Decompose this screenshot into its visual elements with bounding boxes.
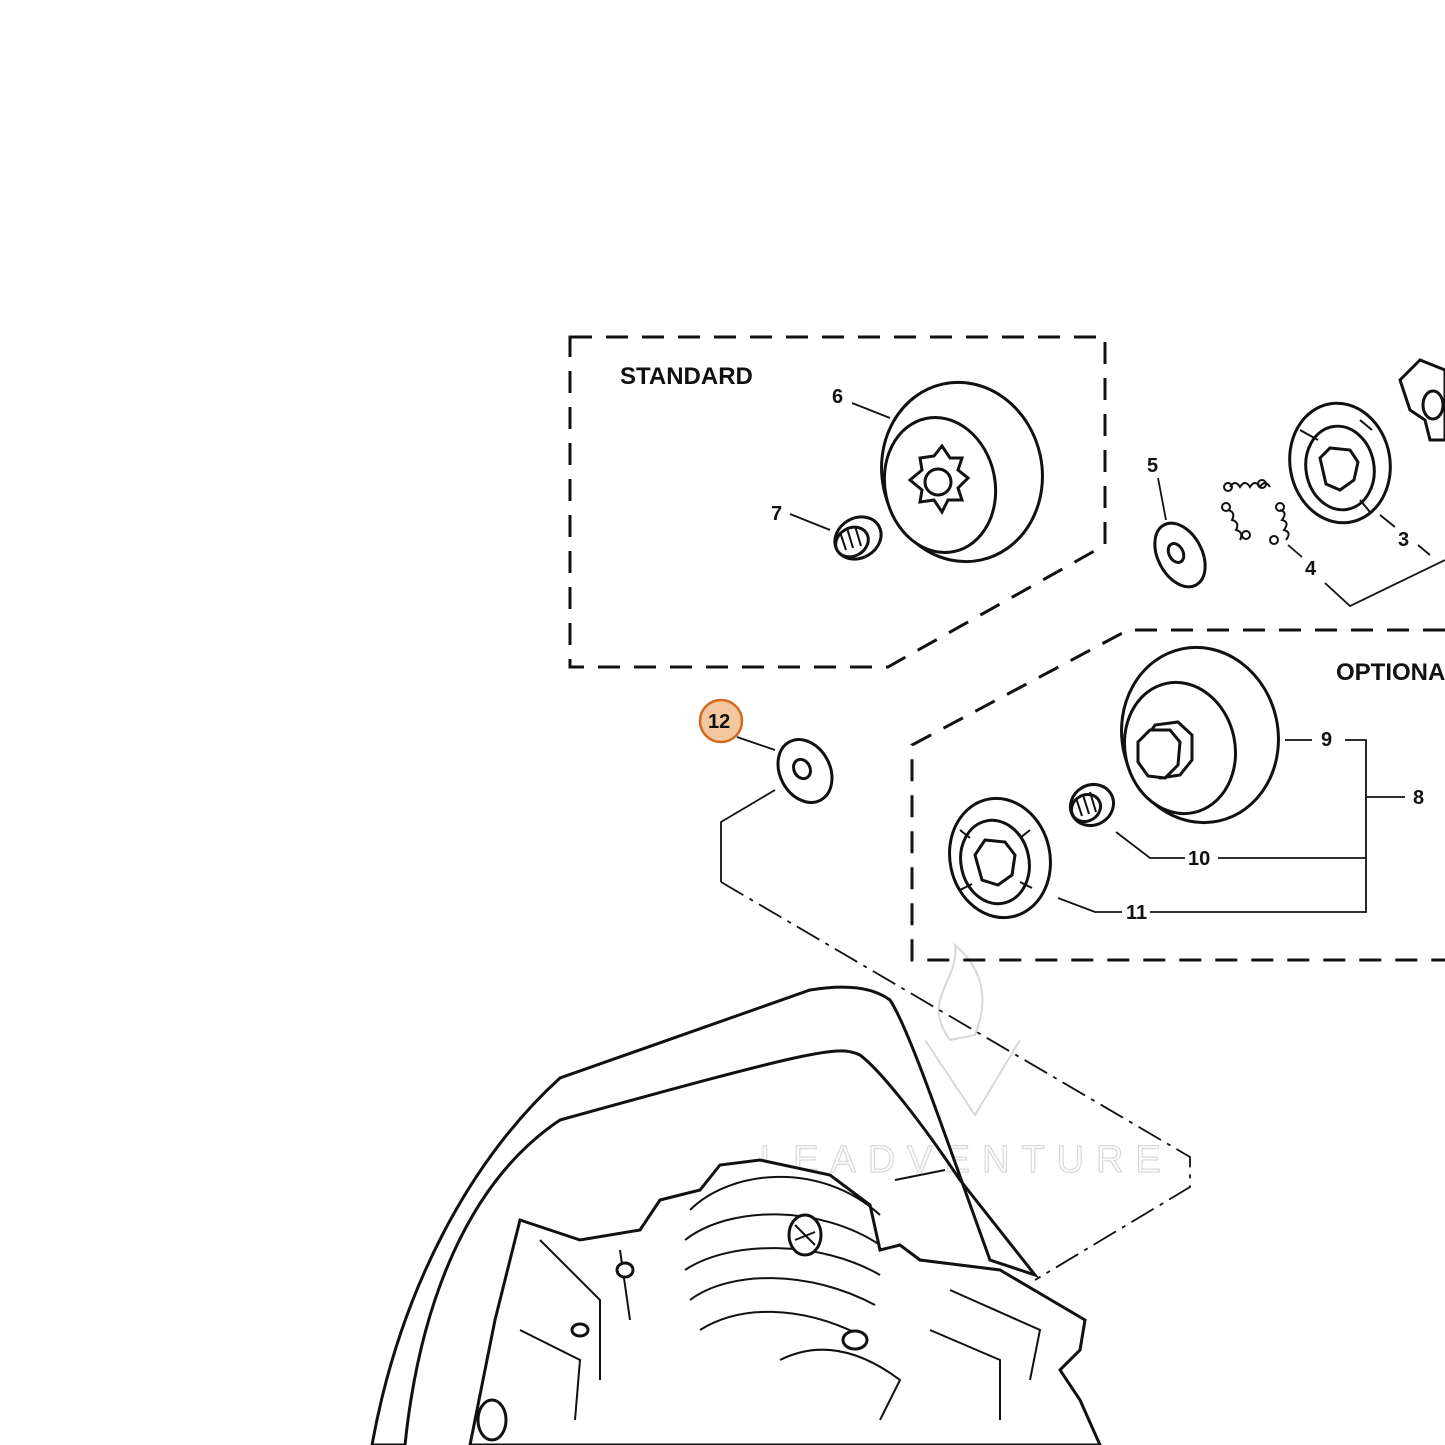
callout-12-highlight[interactable]: 12 — [698, 698, 744, 744]
callout-9[interactable]: 9 — [1321, 729, 1332, 751]
standard-group-label: STANDARD — [620, 363, 753, 390]
optional-group: OPTIONAL — [910, 628, 1445, 962]
callout-5[interactable]: 5 — [1147, 455, 1158, 477]
callouts: 3 4 5 6 7 8 9 10 11 12 — [698, 386, 1424, 924]
optional-group-border — [910, 628, 1445, 962]
watermark: LEADVENTURE — [759, 942, 1161, 1182]
watermark-logo-icon — [924, 942, 1021, 1117]
callout-11[interactable]: 11 — [1126, 902, 1147, 924]
callout-3[interactable]: 3 — [1398, 529, 1409, 551]
callout-6[interactable]: 6 — [832, 386, 843, 408]
callout-4[interactable]: 4 — [1305, 558, 1317, 580]
saw-body — [370, 985, 1102, 1445]
optional-group-label: OPTIONAL — [1336, 659, 1445, 686]
standard-group-border — [568, 335, 1107, 669]
part-5-washer[interactable] — [1145, 515, 1216, 596]
part-7-needle-bearing[interactable] — [827, 509, 889, 568]
standard-group: STANDARD — [568, 335, 1107, 669]
part-9-rim-drum[interactable] — [1105, 633, 1294, 838]
part-11-rim-sprocket[interactable] — [939, 789, 1062, 927]
callout-12[interactable]: 12 — [708, 711, 730, 733]
part-3-clutch-shoes[interactable] — [1280, 395, 1399, 531]
part-partial-right-edge — [1398, 358, 1445, 442]
part-12-washer[interactable] — [767, 730, 842, 812]
part-4-springs[interactable] — [1221, 479, 1290, 545]
callout-8[interactable]: 8 — [1413, 787, 1424, 809]
part-10-needle-bearing[interactable] — [1063, 777, 1121, 834]
callout-10[interactable]: 10 — [1188, 848, 1210, 870]
leader-lines — [720, 402, 1445, 1281]
part-6-clutch-drum[interactable] — [865, 367, 1059, 576]
callout-7[interactable]: 7 — [771, 503, 782, 525]
